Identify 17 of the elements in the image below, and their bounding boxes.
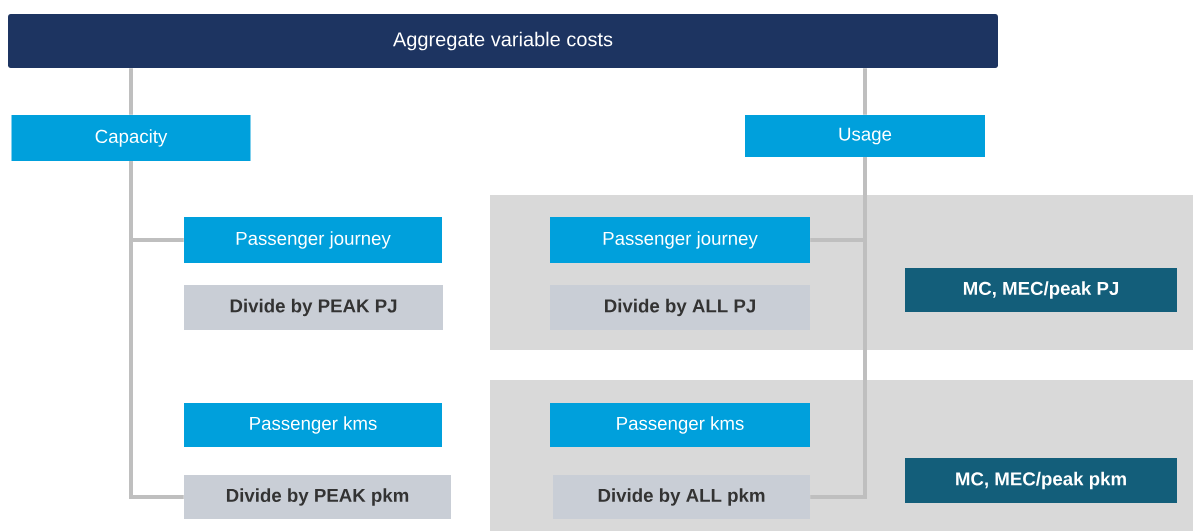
category-box: Capacity	[11, 115, 251, 161]
result-box: MC, MEC/peak pkm	[905, 458, 1177, 503]
category-box: Passenger kms	[550, 403, 810, 447]
divide-box: Divide by PEAK PJ	[184, 285, 443, 330]
category-box: Passenger journey	[550, 217, 810, 263]
connector-line	[129, 161, 184, 499]
category-box: Passenger journey	[184, 217, 442, 263]
connector-line	[810, 157, 867, 499]
divide-box: Divide by ALL pkm	[553, 475, 810, 519]
category-box: Passenger kms	[184, 403, 442, 447]
connector-line	[129, 68, 133, 115]
header-bar: Aggregate variable costs	[8, 14, 998, 68]
connector-line	[863, 68, 867, 115]
category-box: Usage	[745, 115, 985, 157]
divide-box: Divide by ALL PJ	[550, 285, 810, 330]
result-box: MC, MEC/peak PJ	[905, 268, 1177, 312]
divide-box: Divide by PEAK pkm	[184, 475, 451, 519]
